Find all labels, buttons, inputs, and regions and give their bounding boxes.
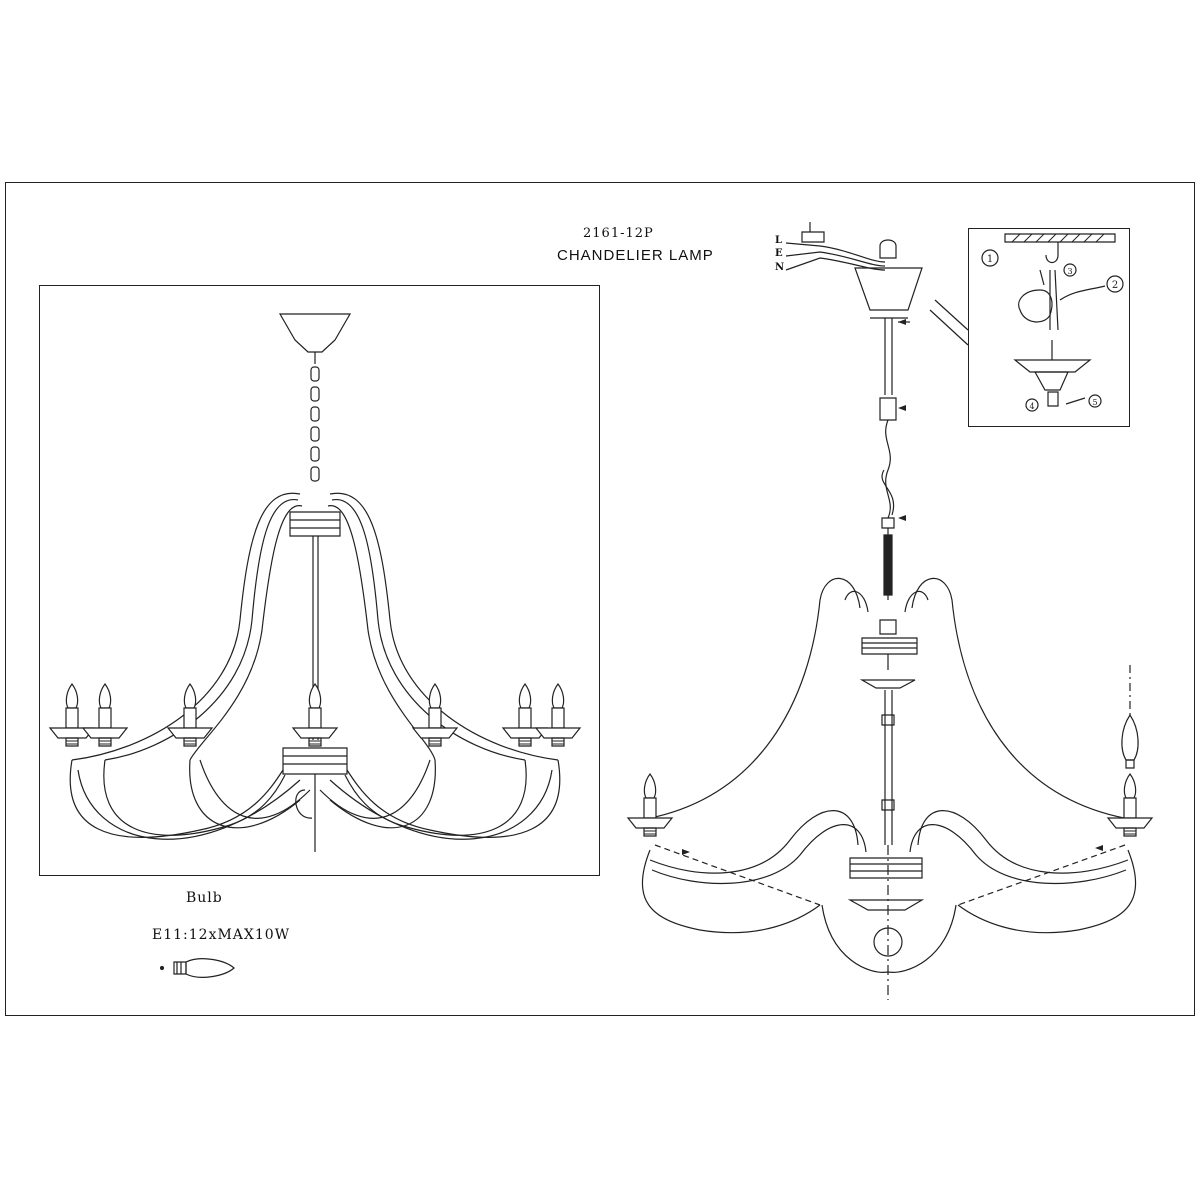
drawing-title: CHANDELIER LAMP — [557, 247, 714, 264]
exploded-top-hub — [862, 638, 917, 654]
bulb-icon — [161, 959, 235, 978]
lower-hub — [283, 748, 347, 774]
callout-4-label: 4 — [1029, 402, 1034, 411]
callout-5-label: 5 — [1092, 398, 1097, 407]
callout-1-label: 1 — [987, 254, 993, 265]
ceiling-hook-icon — [1046, 242, 1058, 263]
lower-arms — [70, 760, 560, 839]
terminal-block — [802, 232, 824, 242]
hanging-chain — [310, 366, 320, 482]
wire-label-live: L — [775, 235, 783, 246]
threaded-rod — [884, 535, 892, 595]
bulb-label: Bulb — [186, 890, 223, 906]
exploded-chandelier — [640, 222, 1136, 1000]
exploded-bulb-icon — [1122, 715, 1138, 768]
top-hub — [290, 512, 340, 536]
bulb-spec: E11:12xMAX10W — [152, 927, 291, 943]
upper-arms — [72, 493, 558, 760]
candles-exploded — [627, 773, 1153, 837]
candles-assembled — [49, 683, 581, 747]
callout-3-label: 3 — [1067, 267, 1072, 276]
callout-2-label: 2 — [1112, 280, 1118, 291]
assembly-arrows — [682, 319, 1103, 855]
model-number: 2161-12P — [583, 226, 654, 241]
drawing-sheet-border — [5, 182, 1195, 1016]
exploded-lower-hub — [850, 858, 922, 878]
callout-5 — [1089, 395, 1101, 407]
assembled-view-frame — [39, 285, 600, 876]
ceiling-mount-detail-frame — [968, 228, 1130, 427]
callout-1 — [982, 250, 998, 266]
canopy — [280, 314, 350, 352]
callout-3 — [1064, 264, 1076, 276]
callout-4 — [1026, 399, 1038, 411]
callout-2 — [1107, 276, 1123, 292]
wire-label-earth: E — [775, 248, 783, 259]
inset-mount-detail — [982, 234, 1123, 411]
exploded-canopy — [855, 268, 922, 310]
wire-label-neutral: N — [775, 262, 785, 273]
assembled-chandelier — [70, 314, 560, 852]
